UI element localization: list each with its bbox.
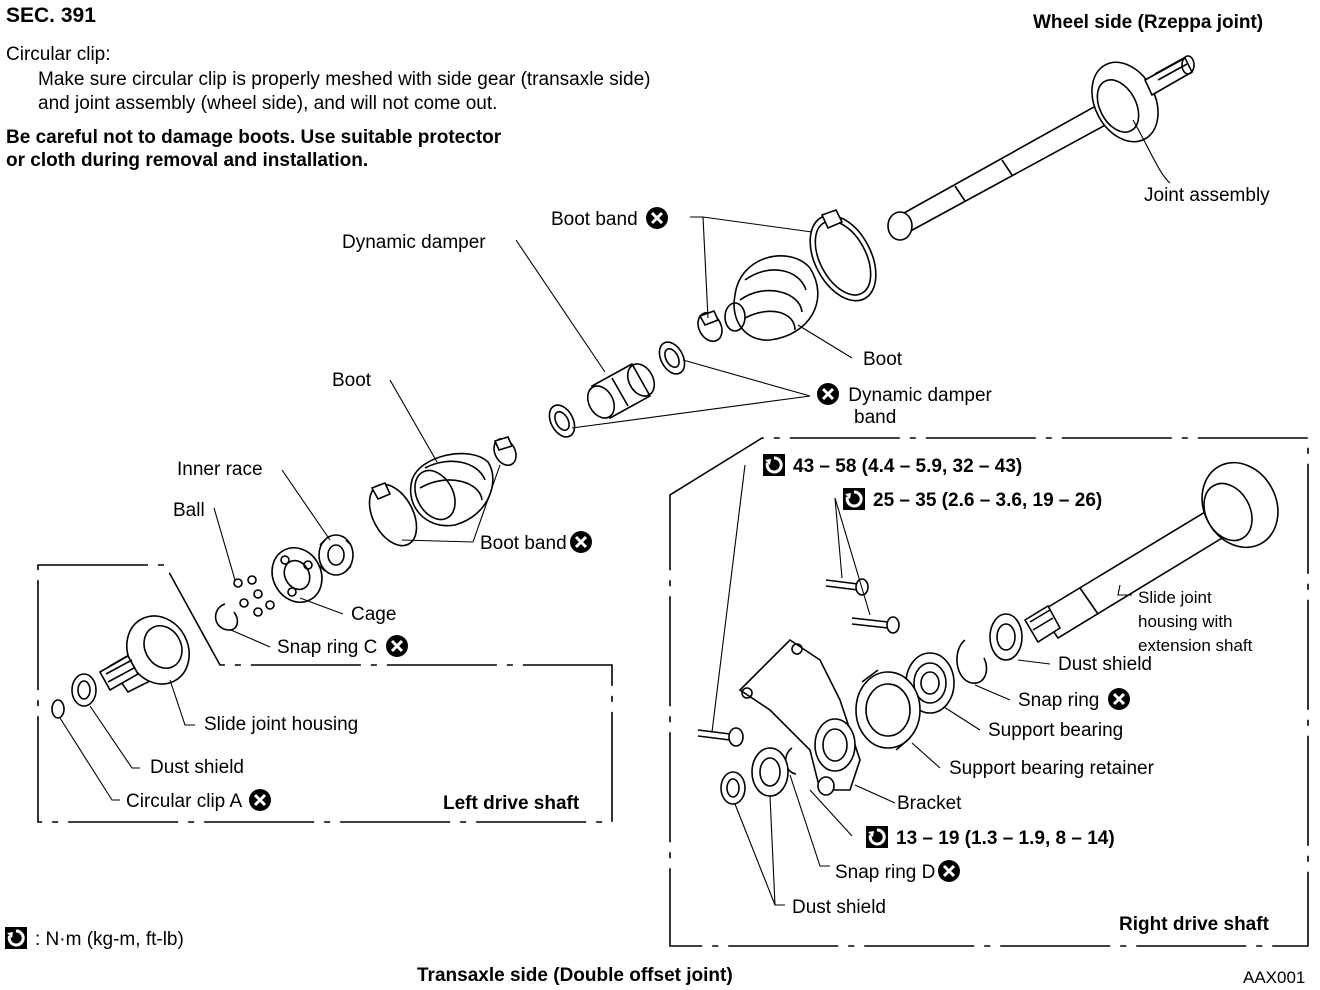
label-boot-upper: Boot [863,349,903,370]
label-snap-ring: Snap ring [1018,688,1130,712]
boot-caution-line2: or cloth during removal and installation… [6,150,369,171]
section-number: SEC. 391 [6,4,96,27]
torque-spec-2: 25 – 35 (2.6 – 3.6, 19 – 26) [843,488,1102,512]
label-boot-lower: Boot [332,370,372,391]
torque-value: 43 – 58 (4.4 – 5.9, 32 – 43) [793,456,1023,477]
bolts [697,578,900,796]
torque-wrench-icon [763,454,785,476]
torque-value: 13 – 19 (1.3 – 1.9, 8 – 14) [896,828,1115,849]
boot-lower-part [409,452,494,527]
x-circle-icon [1107,688,1130,710]
torque-spec-1: 43 – 58 (4.4 – 5.9, 32 – 43) [763,454,1022,478]
slide-joint-housing-part [98,615,190,694]
label-dust-shield-left: Dust shield [150,757,244,778]
boot-band-ring-small [697,311,723,343]
torque-wrench-icon [866,826,888,848]
label-circular-clip-a: Circular clip A [126,789,272,813]
label-snap-ring-d: Snap ring D [835,860,961,884]
label-slide-joint-ext: Slide joint housing with extension shaft [1138,586,1252,658]
label-dynamic-damper-band-line2: band [854,407,897,428]
label-text: Snap ring [1018,690,1100,711]
label-ball: Ball [173,500,205,521]
label-boot-band-top: Boot band [551,207,668,231]
label-dust-shield-right: Dust shield [1058,654,1152,675]
x-circle-icon [569,531,592,553]
transaxle-side-title: Transaxle side (Double offset joint) [417,965,733,986]
cage-part [271,547,323,603]
wheel-side-title: Wheel side (Rzeppa joint) [1033,12,1264,33]
circular-clip-note-line1: Make sure circular clip is properly mesh… [38,69,651,90]
x-circle-icon [817,383,839,405]
legend-text: : N·m (kg-m, ft-lb) [35,929,184,950]
label-text: Circular clip A [126,791,242,812]
torque-value: 25 – 35 (2.6 – 3.6, 19 – 26) [873,490,1103,511]
left-drive-shaft-title: Left drive shaft [443,793,580,814]
figure-code: AAX001 [1243,968,1306,987]
x-circle-icon [249,789,272,811]
label-text: Dynamic damper [848,385,992,406]
torque-wrench-icon [843,488,865,510]
label-dynamic-damper-band: Dynamic damper [817,383,992,407]
label-joint-assembly: Joint assembly [1144,185,1270,206]
x-circle-icon [645,207,668,229]
label-boot-band-mid: Boot band [480,531,592,555]
label-line: housing with [1138,612,1233,631]
bracket-part [738,638,861,791]
label-inner-race: Inner race [177,459,263,480]
label-line: Slide joint [1138,588,1212,607]
label-text: Boot band [551,209,638,230]
snap-ring-part [956,639,988,684]
boot-caution-line1: Be careful not to damage boots. Use suit… [6,127,502,148]
torque-spec-3: 13 – 19 (1.3 – 1.9, 8 – 14) [866,826,1115,850]
inner-race-part [318,534,354,576]
right-drive-shaft-frame [669,437,1309,947]
slide-joint-extension-part [1023,461,1279,644]
label-text: Boot band [480,533,567,554]
support-bearing-retainer-part [855,669,921,751]
snap-ring-c-part [214,603,239,631]
label-line: extension shaft [1138,636,1253,655]
label-text: Snap ring D [835,862,936,883]
joint-assembly-part [887,55,1195,241]
right-drive-shaft-title: Right drive shaft [1119,914,1269,935]
x-circle-icon [385,635,408,657]
label-text: Snap ring C [277,637,378,658]
label-support-bearing-retainer: Support bearing retainer [949,758,1154,779]
left-drive-shaft-frame [37,564,613,823]
label-slide-joint-housing: Slide joint housing [204,714,359,735]
boot-upper-part [724,255,819,341]
label-support-bearing: Support bearing [988,720,1124,741]
label-dust-shield-bottom: Dust shield [792,897,886,918]
label-dynamic-damper: Dynamic damper [342,232,486,253]
torque-wrench-icon [5,927,27,949]
balls [233,575,275,617]
x-circle-icon [938,860,961,882]
dynamic-damper-part [586,362,656,420]
torque-unit-legend: : N·m (kg-m, ft-lb) [5,927,184,951]
circular-clip-title: Circular clip: [6,44,111,65]
label-snap-ring-c: Snap ring C [277,635,408,659]
label-bracket: Bracket [897,793,962,814]
boot-band-ring-large [809,214,877,302]
label-cage: Cage [351,604,397,625]
circular-clip-note-line2: and joint assembly (wheel side), and wil… [38,93,498,114]
